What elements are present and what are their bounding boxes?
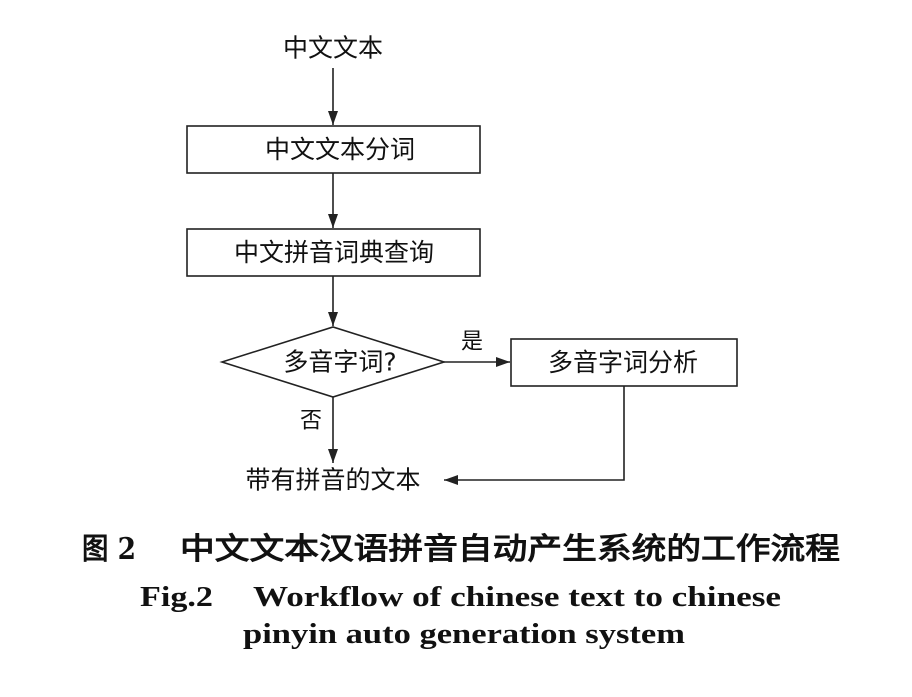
dictionary-lookup-box <box>186 228 481 277</box>
caption-en: Fig.2 Workflow of chinese text to chines… <box>140 581 781 650</box>
polyphone-analysis-label: 多音字词分析 <box>548 348 698 377</box>
polyphone-analysis-box <box>510 338 738 387</box>
decision-label: 多音字词? <box>283 348 396 377</box>
caption-zh: 图 2 中文文本汉语拼音自动产生系统的工作流程 <box>82 532 840 567</box>
node-output: 带有拼音的文本 <box>245 466 420 495</box>
segmentation-label: 中文文本分词 <box>265 135 415 164</box>
node-dictionary-lookup: 中文拼音词典查询 <box>186 228 481 277</box>
caption-zh-title: 中文文本汉语拼音自动产生系统的工作流程 <box>180 532 840 567</box>
node-polyphone-analysis: 多音字词分析 <box>510 338 738 387</box>
caption-en-title-line1: Workflow of chinese text to chinese <box>253 581 781 613</box>
dictionary-lookup-label: 中文拼音词典查询 <box>234 238 434 267</box>
caption-zh-label: 图 2 <box>82 532 136 567</box>
no-label: 否 <box>300 409 322 434</box>
caption-en-label: Fig.2 <box>140 581 213 613</box>
node-decision: 多音字词? <box>219 326 447 398</box>
yes-label: 是 <box>461 330 483 355</box>
node-start: 中文文本 <box>283 34 383 63</box>
node-segmentation: 中文文本分词 <box>186 125 481 174</box>
arrow-analysis-to-output <box>444 386 625 485</box>
caption-en-title-line2: pinyin auto generation system <box>243 618 685 650</box>
